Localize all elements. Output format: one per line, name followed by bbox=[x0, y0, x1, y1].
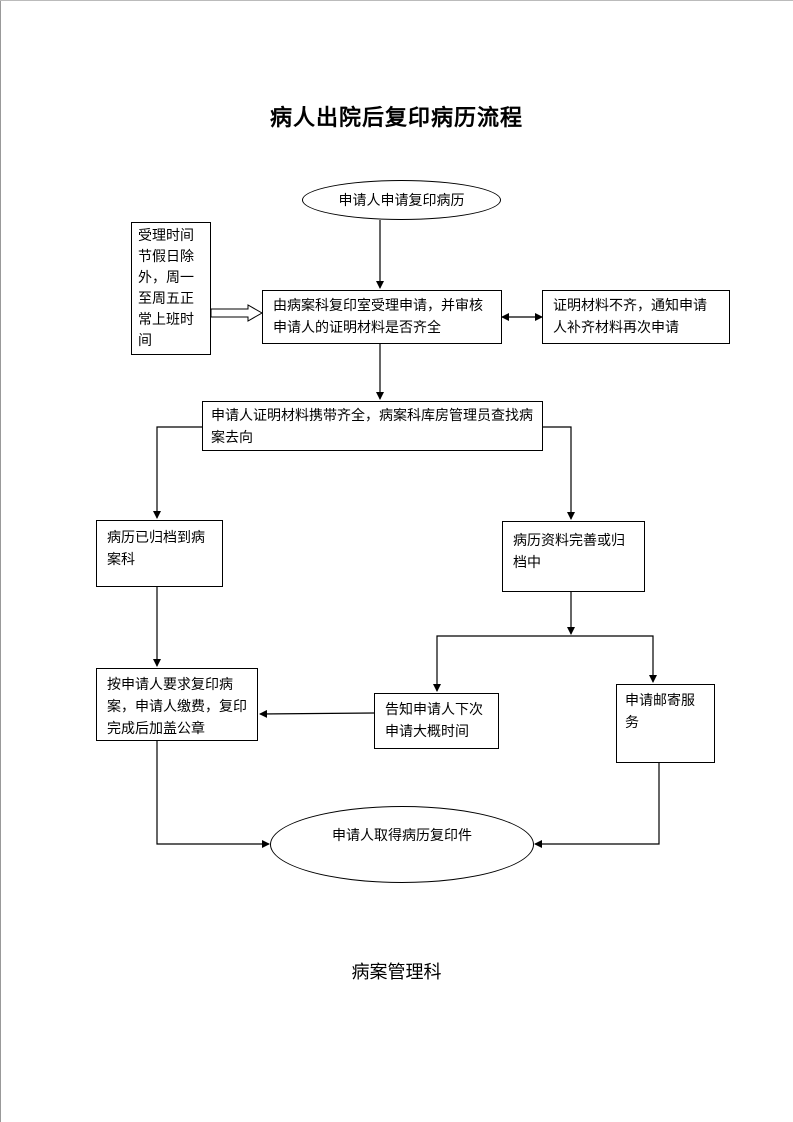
department-footer: 病案管理科 bbox=[351, 962, 442, 983]
arrow-locate-to-archived bbox=[153, 426, 202, 519]
arrow-copy-to-end bbox=[156, 741, 270, 848]
page-border-left bbox=[0, 0, 1, 1122]
arrow-locate-to-progress bbox=[543, 426, 575, 520]
arrow-split-to-notify bbox=[433, 635, 571, 692]
page-border-top bbox=[0, 0, 793, 1]
page-title: 病人出院后复印病历流程 bbox=[269, 105, 523, 131]
review-box: 由病案科复印室受理申请，并审核申请人的证明材料是否齐全 bbox=[262, 290, 502, 344]
archived-box: 病历已归档到病案科 bbox=[96, 520, 223, 587]
arrow-split-to-mail bbox=[571, 635, 657, 683]
arrow-mail-to-end bbox=[534, 763, 660, 848]
hollow-arrow-hours-to-review bbox=[210, 304, 264, 322]
copy-box: 按申请人要求复印病案，申请人缴费，复印完成后加盖公章 bbox=[96, 668, 258, 741]
hours-box: 受理时间节假日除外，周一至周五正常上班时间 bbox=[131, 222, 211, 355]
notify-box: 告知申请人下次申请大概时间 bbox=[374, 693, 499, 749]
arrow-notify-to-copy bbox=[259, 709, 375, 718]
incomplete-box: 证明材料不齐，通知申请人补齐材料再次申请 bbox=[542, 290, 730, 344]
end-node: 申请人取得病历复印件 bbox=[270, 806, 534, 883]
start-node: 申请人申请复印病历 bbox=[302, 180, 501, 220]
mail-box: 申请邮寄服务 bbox=[616, 684, 715, 763]
in-progress-box: 病历资料完善或归档中 bbox=[502, 521, 645, 592]
locate-box: 申请人证明材料携带齐全，病案科库房管理员查找病案去向 bbox=[202, 401, 543, 451]
